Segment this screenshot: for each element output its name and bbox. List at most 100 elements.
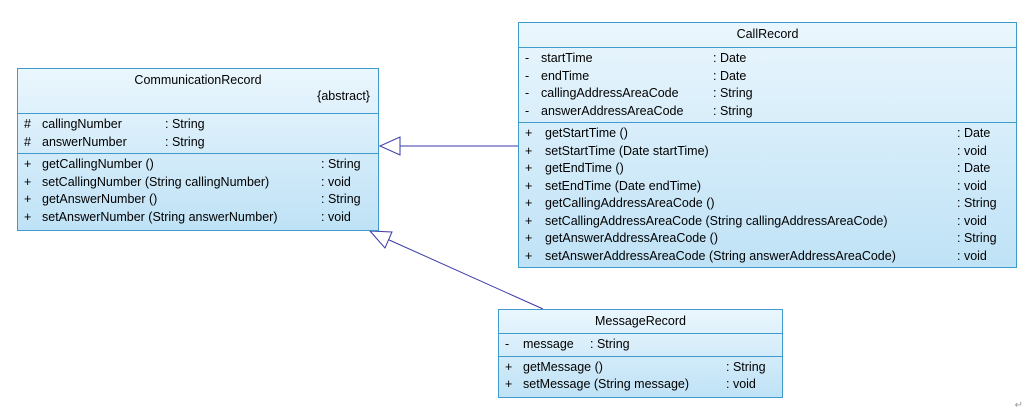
operation-return-type: : void (957, 248, 987, 263)
operation-name: setMessage (String message) (523, 377, 690, 391)
attribute-type: : String (590, 337, 630, 351)
attribute-name: answerNumber (42, 134, 127, 149)
class-header: MessageRecord (499, 310, 782, 334)
operation-return-type: : void (321, 209, 351, 224)
visibility-marker: + (525, 196, 533, 210)
generalization-messagerecord (368, 230, 544, 310)
attribute-row: - startTime : Date (519, 50, 1016, 68)
operation-return-type: : String (957, 196, 997, 210)
operation-row: + getCallingAddressAreaCode () : String (519, 195, 1016, 213)
attribute-type: : Date (713, 68, 747, 83)
visibility-marker: + (24, 209, 32, 224)
operation-row: + getCallingNumber () : String (18, 156, 378, 174)
operation-row: + setStartTime (Date startTime) : void (519, 143, 1016, 161)
operation-name: getCallingNumber () (42, 157, 154, 171)
operation-name: getAnswerNumber () (42, 192, 158, 206)
visibility-marker: + (525, 126, 533, 140)
generalization-callrecord (378, 136, 518, 156)
attribute-type: : Date (713, 51, 747, 65)
operation-row: + getAnswerAddressAreaCode () : String (519, 230, 1016, 248)
attribute-name: callingNumber (42, 117, 122, 131)
attribute-row: - callingAddressAreaCode : String (519, 85, 1016, 103)
operation-return-type: : String (321, 192, 361, 206)
visibility-marker: + (24, 174, 32, 189)
visibility-marker: + (525, 143, 533, 158)
operation-row: + getMessage () : String (499, 359, 782, 377)
operation-row: + setCallingAddressAreaCode (String call… (519, 213, 1016, 231)
operations-section: + getStartTime () : Date + setStartTime … (519, 123, 1016, 267)
class-name: CommunicationRecord (134, 73, 262, 87)
visibility-marker: + (24, 192, 32, 206)
class-stereotype: {abstract} (317, 89, 370, 103)
class-name: MessageRecord (594, 314, 686, 328)
operation-name: setStartTime (Date startTime) (545, 143, 709, 158)
operation-name: getCallingAddressAreaCode () (545, 196, 715, 210)
visibility-marker: + (525, 248, 533, 263)
class-header: CallRecord (519, 23, 1016, 48)
operation-return-type: : void (321, 174, 351, 189)
operation-return-type: : String (321, 157, 361, 171)
operation-return-type: : void (726, 377, 756, 391)
operation-name: getStartTime () (545, 126, 628, 140)
visibility-marker: - (525, 51, 530, 65)
attribute-type: : String (165, 117, 205, 131)
visibility-marker: - (505, 337, 510, 351)
generalization-arrowhead-icon (378, 136, 401, 156)
attribute-name: endTime (541, 68, 590, 83)
attribute-row: # answerNumber : String (18, 134, 378, 152)
operation-row: + getStartTime () : Date (519, 125, 1016, 143)
class-communication-record[interactable]: CommunicationRecord {abstract} # calling… (17, 68, 379, 231)
attribute-row: - endTime : Date (519, 68, 1016, 86)
operation-row: + setEndTime (Date endTime) : void (519, 178, 1016, 196)
visibility-marker: + (525, 231, 533, 245)
attribute-type: : String (165, 134, 205, 149)
attribute-name: startTime (541, 51, 593, 65)
visibility-marker: + (505, 359, 513, 374)
operation-name: setAnswerAddressAreaCode (String answerA… (545, 248, 896, 263)
attribute-name: answerAddressAreaCode (541, 103, 684, 118)
attribute-name: callingAddressAreaCode (541, 86, 679, 100)
operations-section: + getMessage () : String + setMessage (S… (499, 357, 782, 396)
attribute-type: : String (713, 103, 753, 118)
attributes-section: - message : String (499, 334, 782, 357)
attribute-type: : String (713, 86, 753, 100)
operation-name: getEndTime () (545, 161, 624, 175)
operation-row: + setAnswerAddressAreaCode (String answe… (519, 248, 1016, 266)
visibility-marker: + (525, 161, 533, 175)
operations-section: + getCallingNumber () : String + setCall… (18, 154, 378, 228)
operation-name: setEndTime (Date endTime) (545, 178, 702, 193)
operation-row: + setCallingNumber (String callingNumber… (18, 174, 378, 192)
operation-name: setCallingNumber (String callingNumber) (42, 174, 270, 189)
operation-name: setAnswerNumber (String answerNumber) (42, 209, 278, 224)
operation-row: + setMessage (String message) : void (499, 376, 782, 394)
visibility-marker: - (525, 86, 530, 100)
operation-row: + getEndTime () : Date (519, 160, 1016, 178)
operation-return-type: : void (957, 143, 987, 158)
class-header: CommunicationRecord {abstract} (18, 69, 378, 114)
class-call-record[interactable]: CallRecord - startTime : Date - endTime … (518, 22, 1017, 268)
visibility-marker: + (525, 213, 533, 228)
operation-name: setCallingAddressAreaCode (String callin… (545, 213, 888, 228)
attribute-row: # callingNumber : String (18, 116, 378, 134)
attribute-row: - answerAddressAreaCode : String (519, 103, 1016, 121)
operation-name: getAnswerAddressAreaCode () (545, 231, 718, 245)
attributes-section: # callingNumber : String # answerNumber … (18, 114, 378, 154)
operation-return-type: : String (957, 231, 997, 245)
class-name: CallRecord (736, 27, 799, 41)
operation-row: + getAnswerNumber () : String (18, 191, 378, 209)
visibility-marker: + (505, 377, 513, 391)
visibility-marker: + (24, 157, 32, 171)
visibility-marker: - (525, 68, 530, 83)
attribute-row: - message : String (499, 336, 782, 354)
operation-name: getMessage () (523, 359, 603, 374)
visibility-marker: - (525, 103, 530, 118)
operation-return-type: : Date (957, 126, 991, 140)
operation-return-type: : void (957, 213, 987, 228)
visibility-marker: # (24, 134, 31, 149)
operation-row: + setAnswerNumber (String answerNumber) … (18, 209, 378, 227)
attribute-name: message (523, 337, 574, 351)
generalization-arrowhead-icon (368, 230, 393, 249)
operation-return-type: : void (957, 178, 987, 193)
class-message-record[interactable]: MessageRecord - message : String + getMe… (498, 309, 783, 398)
